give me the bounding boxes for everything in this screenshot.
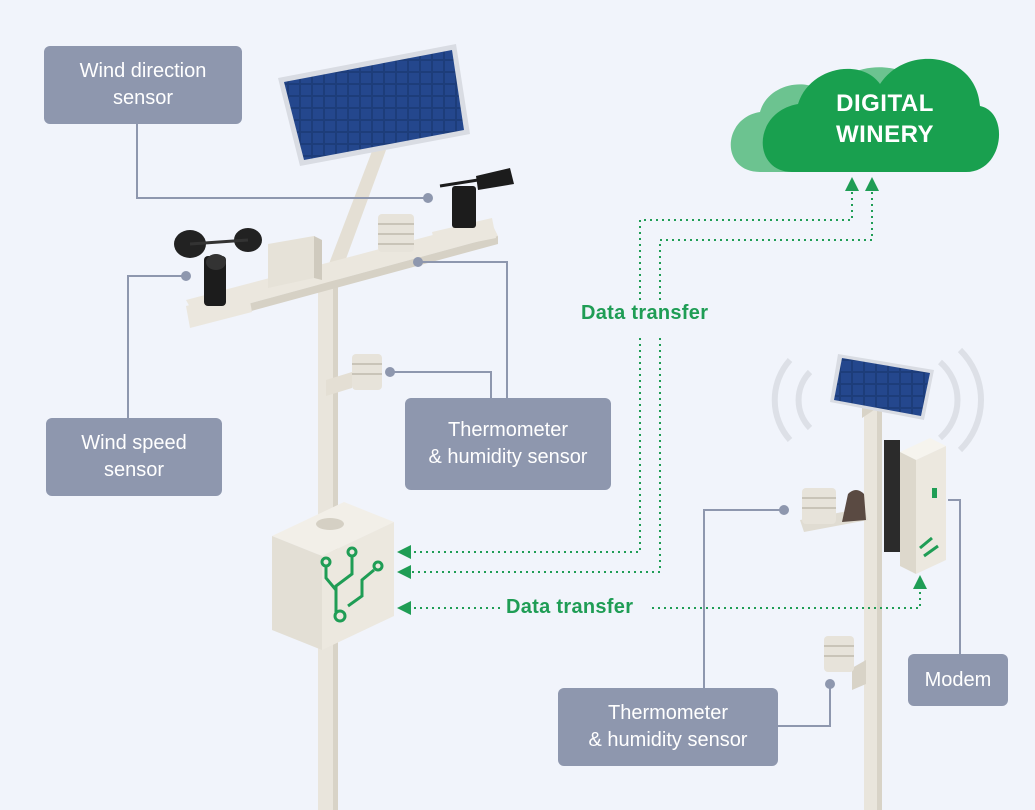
- node-radiation-shield-icon: [800, 488, 868, 532]
- solar-panel-icon: [278, 44, 470, 166]
- thermometer-humidity-node-line2: & humidity sensor: [588, 729, 748, 751]
- data-transfer-label-upper: Data transfer: [575, 302, 715, 325]
- wind-speed-label-line2: sensor: [103, 459, 165, 481]
- anemometer-icon: [174, 228, 262, 328]
- wind-direction-label: Wind direction sensor: [44, 46, 242, 124]
- wind-speed-label-line1: Wind speed: [81, 432, 187, 454]
- node-pole: [852, 400, 882, 810]
- thermometer-humidity-label-node: Thermometer & humidity sensor: [558, 688, 778, 766]
- data-transfer-lines: [397, 177, 927, 615]
- cloud-title-line1: DIGITAL: [836, 90, 934, 117]
- leader-lines: [127, 124, 961, 727]
- wind-speed-label: Wind speed sensor: [46, 418, 222, 496]
- cloud-title: DIGITAL WINERY: [812, 88, 958, 150]
- wind-direction-label-line1: Wind direction: [79, 60, 207, 82]
- circuit-logo-icon: [320, 546, 384, 623]
- radiation-shield-icon: [378, 214, 414, 252]
- thermometer-humidity-main-line1: Thermometer: [447, 419, 569, 441]
- leader-dots: [181, 193, 835, 689]
- modem-label-text: Modem: [924, 668, 992, 691]
- modem-label: Modem: [908, 654, 1008, 706]
- modem-device: [884, 438, 946, 574]
- wind-vane-icon: [432, 168, 514, 250]
- thermometer-humidity-main-line2: & humidity sensor: [428, 446, 588, 468]
- node-radiation-shield-lower-icon: [824, 636, 854, 672]
- thermometer-humidity-node-line1: Thermometer: [607, 702, 729, 724]
- wind-direction-label-line2: sensor: [112, 87, 174, 109]
- data-transfer-label-lower: Data transfer: [500, 596, 640, 619]
- signal-icon: [771, 347, 985, 453]
- node-solar-panel-icon: [830, 354, 934, 420]
- cloud-title-line2: WINERY: [835, 121, 935, 148]
- cloud-icon: [730, 58, 1000, 172]
- junction-box: [268, 236, 322, 288]
- radiation-shield-lower-icon: [352, 354, 382, 390]
- data-logger-box: [272, 502, 394, 650]
- thermometer-humidity-label-main: Thermometer & humidity sensor: [405, 398, 611, 490]
